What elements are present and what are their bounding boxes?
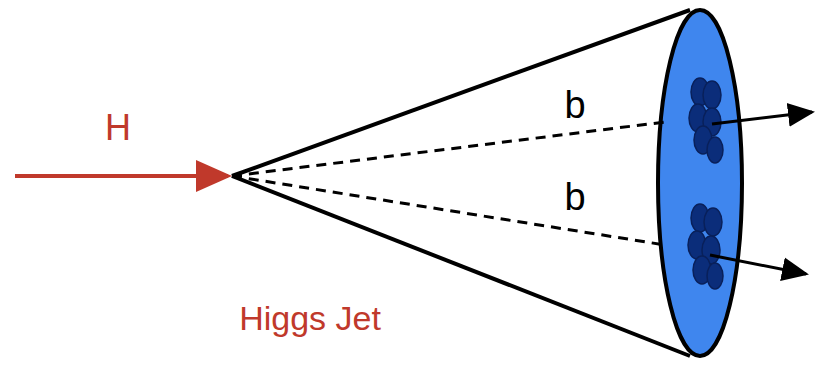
quark-direction — [232, 176, 665, 245]
cone-edge — [232, 10, 690, 176]
subjet-cluster — [688, 204, 723, 289]
subjet-arrow — [712, 112, 812, 124]
subjet-cluster — [689, 78, 723, 163]
jet-disc — [658, 10, 742, 356]
subjet-arrow — [710, 255, 806, 274]
higgs-arrow — [15, 174, 228, 178]
quark-direction — [232, 122, 665, 176]
cone-edge — [232, 176, 690, 356]
quark-label: b — [564, 86, 585, 124]
particle-label: H — [105, 110, 131, 146]
jet-label: Higgs Jet — [239, 301, 381, 335]
quark-label: b — [564, 178, 585, 216]
